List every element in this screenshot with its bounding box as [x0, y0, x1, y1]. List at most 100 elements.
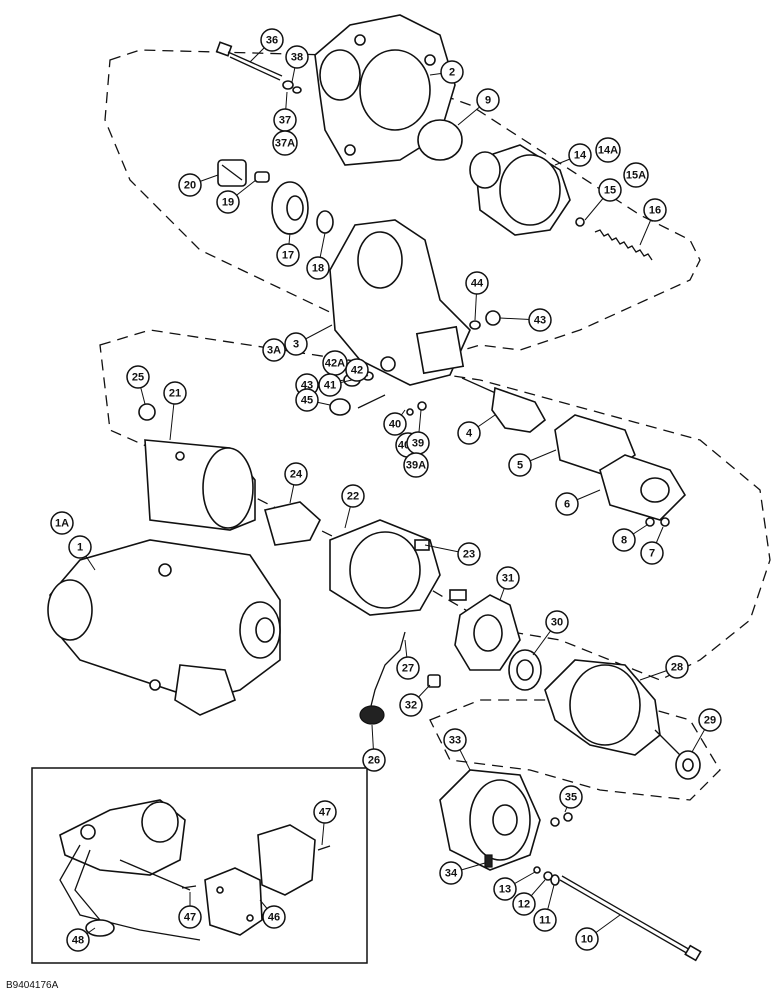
callout-label-1: 1 — [77, 542, 83, 554]
callout-label-19: 19 — [222, 197, 234, 209]
callout-circle-45 — [295, 388, 319, 412]
callout-label-20: 20 — [184, 180, 196, 192]
callout-26: 26 — [362, 748, 386, 772]
callout-circle-33 — [443, 728, 467, 752]
callout-label-42: 42 — [351, 365, 363, 377]
callout-34: 34 — [439, 861, 463, 885]
callout-label-48: 48 — [72, 935, 84, 947]
callout-circle-31 — [496, 566, 520, 590]
callout-label-26: 26 — [368, 755, 380, 767]
callout-label-3: 3 — [293, 339, 299, 351]
through-bolt-part — [559, 875, 702, 962]
callout-circle-40 — [383, 412, 407, 436]
callout-label-10: 10 — [581, 934, 593, 946]
spring-part — [594, 229, 653, 261]
callout-41: 41 — [318, 373, 342, 397]
callout-15a: 15A — [623, 162, 649, 188]
callout-circle-26 — [362, 748, 386, 772]
callout-label-22: 22 — [347, 491, 359, 503]
callout-circle-44 — [465, 271, 489, 295]
lead-wire-part — [369, 631, 406, 711]
callout-circle-35 — [559, 785, 583, 809]
figure-code: B9404176A — [6, 980, 59, 991]
retainer-20-part — [217, 159, 247, 187]
callout-circle-22 — [341, 484, 365, 508]
callout-circle-36 — [260, 28, 284, 52]
gasket-part — [554, 414, 636, 476]
o-ring-part — [417, 119, 463, 161]
callout-8: 8 — [612, 528, 636, 552]
callout-label-43-top: 43 — [534, 315, 546, 327]
callout-label-2: 2 — [449, 67, 455, 79]
callout-label-33: 33 — [449, 735, 461, 747]
callout-circle-10 — [575, 927, 599, 951]
callout-22: 22 — [341, 484, 365, 508]
callout-circle-47 — [178, 905, 202, 929]
callout-circle-43-top — [528, 308, 552, 332]
callout-label-38: 38 — [291, 52, 303, 64]
inset-frame — [31, 767, 368, 964]
callout-20: 20 — [178, 173, 202, 197]
callout-3a: 3A — [262, 338, 286, 362]
callout-label-8: 8 — [621, 535, 627, 547]
callout-circle-15a — [623, 162, 649, 188]
callout-label-30: 30 — [551, 617, 563, 629]
roller-19-part — [254, 171, 270, 183]
callout-circle-46 — [262, 905, 286, 929]
terminal-26-part — [359, 705, 385, 725]
callout-label-37: 37 — [279, 115, 291, 127]
inset-starter-detail — [59, 799, 201, 941]
callout-label-37a: 37A — [275, 138, 295, 150]
callout-circle-3a — [262, 338, 286, 362]
callout-label-24: 24 — [290, 469, 303, 481]
callout-1: 1 — [68, 535, 92, 559]
callout-9: 9 — [476, 88, 500, 112]
callout-29: 29 — [698, 708, 722, 732]
callout-36: 36 — [260, 28, 284, 52]
callout-circle-1a — [50, 511, 74, 535]
callout-circle-3 — [284, 332, 308, 356]
callout-28: 28 — [665, 655, 689, 679]
callout-12: 12 — [512, 892, 536, 916]
callout-4: 4 — [457, 421, 481, 445]
callout-circle-27 — [396, 656, 420, 680]
callout-38: 38 — [285, 45, 309, 69]
callout-47: 47 — [178, 905, 202, 929]
screw-39-part — [417, 401, 427, 411]
bolt-assembly-part — [215, 41, 302, 94]
field-coil-part — [329, 519, 467, 616]
callout-label-9: 9 — [485, 95, 491, 107]
callout-19: 19 — [216, 190, 240, 214]
callout-48: 48 — [66, 928, 90, 952]
callout-42: 42 — [345, 358, 369, 382]
callout-39a: 39A — [403, 452, 429, 478]
callout-circle-13 — [493, 877, 517, 901]
callout-circle-16 — [643, 198, 667, 222]
callout-label-16: 16 — [649, 205, 661, 217]
middle-group-outline — [99, 329, 771, 681]
callout-14: 14 — [568, 143, 592, 167]
drive-clutch-part — [469, 144, 571, 236]
washer-11-part — [550, 874, 560, 886]
callout-label-41: 41 — [324, 380, 336, 392]
callout-label-25: 25 — [132, 372, 144, 384]
callout-37: 37 — [273, 108, 297, 132]
callout-circle-11 — [533, 908, 557, 932]
callout-circle-14 — [568, 143, 592, 167]
callout-label-6: 6 — [564, 499, 570, 511]
callout-24: 24 — [284, 462, 308, 486]
callout-label-35: 35 — [565, 792, 577, 804]
callout-circle-21 — [163, 381, 187, 405]
callout-label-47-top: 47 — [319, 807, 331, 819]
washer-8-part — [645, 517, 655, 527]
callout-circle-7 — [640, 541, 664, 565]
callout-label-43: 43 — [301, 380, 313, 392]
pole-shoe-part — [263, 501, 321, 546]
end-cover-part — [439, 769, 541, 871]
callout-label-11: 11 — [539, 915, 551, 927]
callout-circle-47-top — [313, 800, 337, 824]
callout-label-21: 21 — [169, 388, 181, 400]
callout-25: 25 — [126, 365, 150, 389]
callout-label-44: 44 — [471, 278, 484, 290]
